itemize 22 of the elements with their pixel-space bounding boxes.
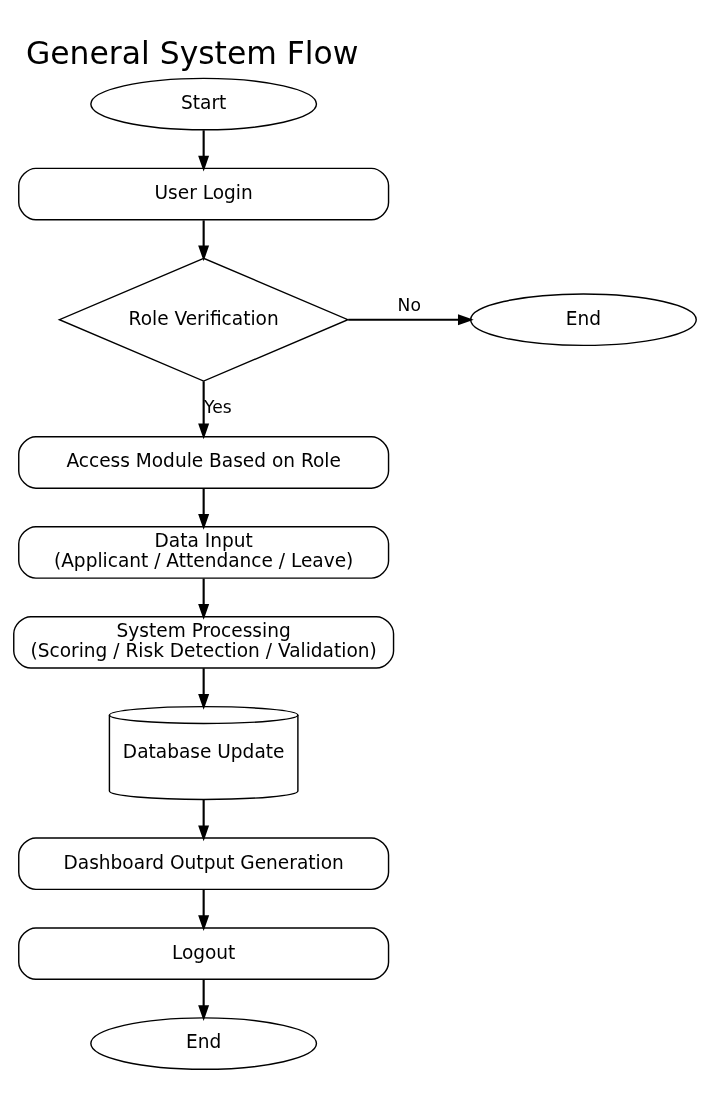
node-box: Dashboard Output Generation [18, 836, 390, 890]
node-box: Access Module Based on Role [18, 435, 390, 489]
diagram-title: General System Flow [25, 34, 359, 71]
node-box: System Processing (Scoring / Risk Detection / Validation) [13, 615, 395, 669]
node-box: Logout [18, 926, 390, 980]
arrow [198, 129, 210, 171]
node-ellipse: End [469, 292, 697, 346]
arrow [198, 667, 210, 710]
arrow [198, 889, 210, 931]
node-box: Data Input (Applicant / Attendance / Leave) [18, 525, 390, 579]
arrow [198, 380, 210, 439]
edge-label: No [397, 294, 421, 315]
node-ellipse: Start [90, 77, 318, 130]
arrow [198, 979, 210, 1021]
arrow [198, 219, 210, 261]
arrow [198, 578, 210, 620]
node-box: User Login [18, 167, 390, 220]
arrow [348, 313, 474, 325]
arrow [198, 799, 210, 841]
node-ellipse: End [90, 1016, 318, 1070]
node-diamond: Role Verification [57, 257, 350, 382]
arrow [198, 488, 210, 530]
